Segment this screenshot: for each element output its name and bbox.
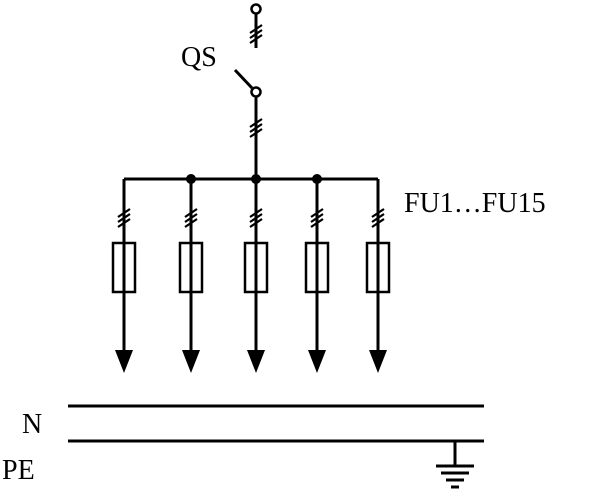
outgoing-arrow-icon <box>182 350 200 373</box>
circuit-phase-ticks <box>117 208 131 228</box>
protective-earth-label: PE <box>2 455 35 486</box>
outgoing-circuit-4 <box>304 179 330 373</box>
switch-lower-contact <box>250 86 262 98</box>
circuit-phase-ticks <box>371 208 385 228</box>
outgoing-circuit-2 <box>178 179 204 373</box>
circuit-phase-ticks <box>184 208 198 228</box>
earth-ground-icon <box>436 441 474 489</box>
switch-label: QS <box>181 42 217 73</box>
outgoing-circuits <box>111 179 391 373</box>
outgoing-circuit-5 <box>365 179 391 373</box>
circuit-phase-ticks <box>310 208 324 228</box>
outgoing-arrow-icon <box>308 350 326 373</box>
outgoing-arrow-icon <box>369 350 387 373</box>
outgoing-arrow-icon <box>115 350 133 373</box>
outgoing-arrow-icon <box>247 350 265 373</box>
outgoing-circuit-3 <box>243 179 269 373</box>
feeder-phase-ticks <box>249 118 263 138</box>
incoming-phase-ticks <box>249 24 263 44</box>
circuit-phase-ticks <box>249 208 263 228</box>
neutral-label: N <box>22 409 42 440</box>
outgoing-circuit-1 <box>111 179 137 373</box>
incoming-terminal <box>250 3 262 15</box>
switch-blade <box>233 68 254 90</box>
fuse-group-label: FU1…FU15 <box>404 188 546 219</box>
